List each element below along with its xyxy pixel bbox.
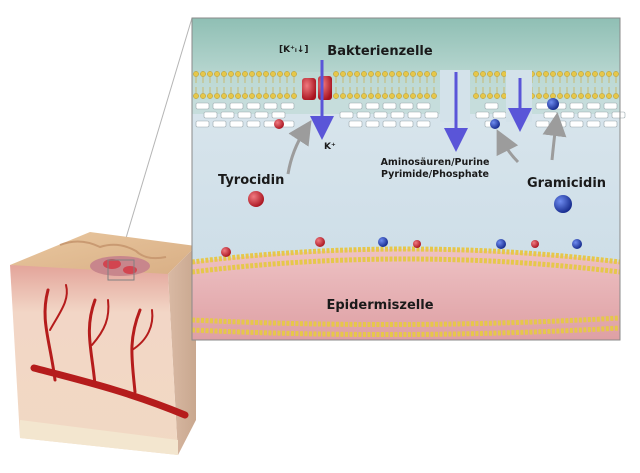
tyrocidin-molecule	[248, 191, 264, 207]
gramicidin-molecule	[378, 237, 388, 247]
gramicidin-molecule	[572, 239, 582, 249]
tyrocidin-label: Tyrocidin	[218, 173, 285, 188]
gramicidin-molecules	[378, 98, 582, 249]
tyrocidin-molecule	[413, 240, 421, 248]
epidermis-cell-label: Epidermiszelle	[326, 298, 434, 313]
gramicidin-molecule	[554, 195, 572, 213]
k-ion-label: K⁺	[324, 142, 336, 152]
tyrocidin-molecule	[315, 237, 325, 247]
detail-panel	[191, 17, 626, 341]
nutrients-label-line2: Pyrimide/Phosphate	[380, 169, 489, 180]
tyrocidin-molecule	[531, 240, 539, 248]
gramicidin-molecule	[547, 98, 559, 110]
bacteria-cell-label: Bakterienzelle	[327, 44, 433, 59]
nutrients-label: Aminosäuren/Purine Pyrimide/Phosphate	[365, 157, 505, 181]
gramicidin-molecule	[490, 119, 500, 129]
blood-vessels	[30, 284, 189, 419]
nutrients-label-line1: Aminosäuren/Purine	[380, 157, 490, 168]
tyrocidin-molecule	[274, 119, 284, 129]
tyrocidin-binding-arrow	[286, 119, 312, 175]
efflux-arrows	[310, 60, 532, 152]
k-intracellular-label: [K⁺ᵢ↓]	[279, 45, 309, 55]
zoom-box	[107, 259, 135, 281]
zoom-line-top	[119, 17, 193, 259]
gramicidin-molecule	[496, 239, 506, 249]
epidermis-cell	[191, 246, 621, 340]
gramicidin-label: Gramicidin	[527, 176, 607, 191]
binding-arrows	[286, 112, 567, 175]
tyrocidin-molecule	[221, 247, 231, 257]
skin-block	[10, 232, 196, 455]
gramicidin-pore-arrow	[496, 129, 520, 164]
gramicidin-binding-arrow	[542, 112, 567, 161]
tyrocidin-molecules	[221, 119, 539, 257]
